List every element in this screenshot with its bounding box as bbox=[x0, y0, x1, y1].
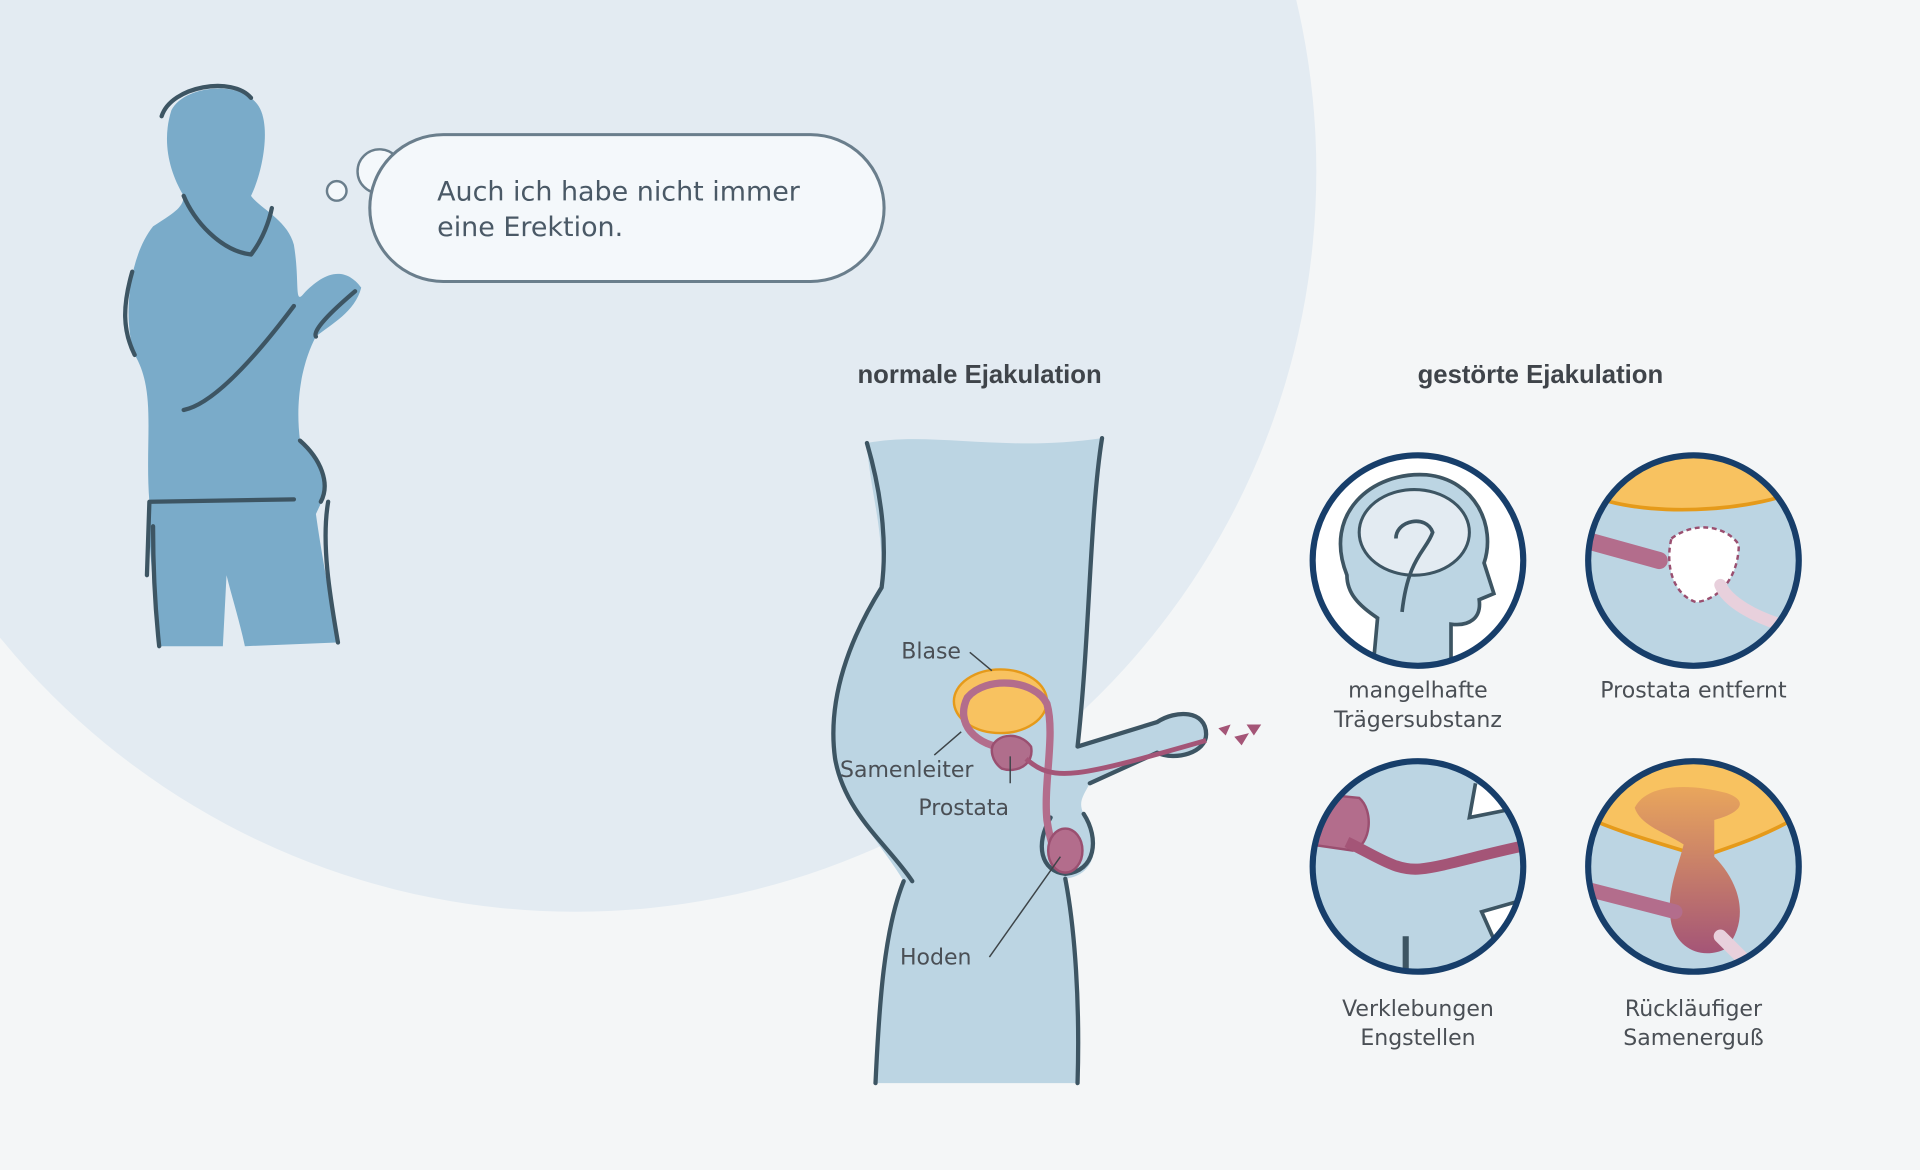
label-testes: Hoden bbox=[900, 945, 972, 970]
disturbed-label-3b: Engstellen bbox=[1360, 1026, 1475, 1051]
label-bladder: Blase bbox=[901, 639, 961, 664]
brain-icon bbox=[1309, 452, 1527, 669]
speech-bubble: Auch ich habe nicht immer eine Erektion. bbox=[325, 133, 886, 284]
anatomy-diagram: Blase Samenleiter Prostata Hoden bbox=[831, 435, 1262, 1086]
man-figure bbox=[123, 83, 362, 649]
speech-line-1: Auch ich habe nicht immer bbox=[437, 177, 801, 208]
disturbed-label-3a: Verklebungen bbox=[1342, 997, 1494, 1022]
disturbed-label-1a: mangelhafte bbox=[1348, 679, 1488, 704]
disturbed-ejaculation-title: gestörte Ejakulation bbox=[1418, 361, 1664, 389]
narrowed-duct-icon bbox=[1309, 758, 1527, 975]
speech-line-2: eine Erektion. bbox=[437, 212, 623, 243]
droplets bbox=[1218, 724, 1262, 746]
label-prostate: Prostata bbox=[918, 796, 1009, 821]
disturbed-label-4b: Samenerguß bbox=[1623, 1026, 1763, 1051]
disturbed-label-2a: Prostata entfernt bbox=[1600, 679, 1787, 704]
normal-ejaculation-title: normale Ejakulation bbox=[858, 361, 1102, 389]
disturbed-label-1b: Trägersubstanz bbox=[1333, 708, 1502, 733]
label-vas-deferens: Samenleiter bbox=[840, 758, 974, 783]
disturbed-label-4a: Rückläufiger bbox=[1625, 997, 1763, 1022]
